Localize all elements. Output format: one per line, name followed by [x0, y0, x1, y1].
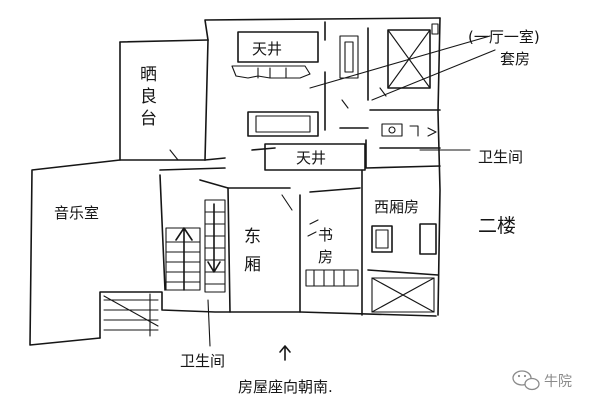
courtyard-top [231, 31, 359, 79]
east-wing-label-2: 厢 [244, 255, 261, 275]
void-box-top [387, 23, 439, 89]
west-wing-label: 西厢房 [374, 198, 419, 216]
study-fixtures [305, 219, 359, 287]
outer-walls [29, 17, 441, 346]
drying-terrace-label-1: 晒 [140, 65, 157, 85]
west-wing-fixtures [371, 223, 437, 313]
suite-label: (一厅一室) [468, 28, 540, 46]
wechat-icon [512, 370, 540, 391]
interior-walls [159, 21, 441, 316]
staircase [103, 199, 226, 337]
bathroom-bottom-label: 卫生间 [180, 352, 225, 370]
watermark: 牛院 [512, 370, 572, 391]
watermark-brand: 牛院 [544, 374, 572, 390]
courtyard-mid-label: 天井 [296, 149, 326, 167]
bathroom-right-label: 卫生间 [478, 148, 523, 166]
drying-terrace-label-2: 良 [140, 87, 157, 107]
suite-sub-label: 套房 [500, 50, 530, 68]
floor-label: 二楼 [478, 215, 516, 237]
orientation-label: 房屋座向朝南. [238, 378, 333, 396]
lower-leaders [207, 299, 291, 361]
east-wing-label-1: 东 [244, 227, 261, 247]
study-label-1: 书 [318, 226, 333, 244]
courtyard-mid [247, 111, 366, 171]
courtyard-top-label: 天井 [252, 40, 282, 58]
bathroom-fixtures [381, 123, 471, 151]
study-label-2: 房 [318, 248, 333, 266]
music-room-label: 音乐室 [54, 204, 99, 222]
drying-terrace-label-3: 台 [140, 109, 157, 129]
suite-leaders [309, 35, 496, 101]
